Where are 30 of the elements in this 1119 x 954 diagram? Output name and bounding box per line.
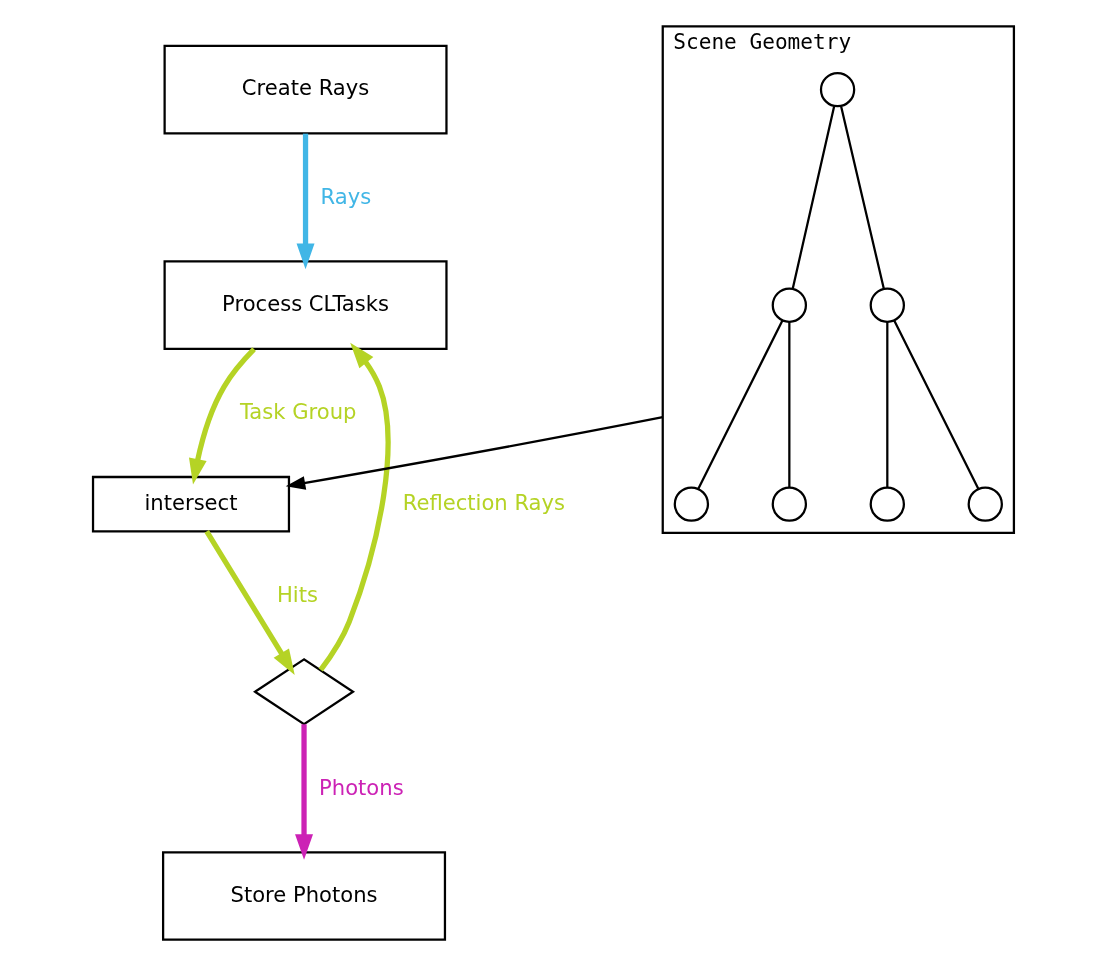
node-circle [869,287,905,323]
connector [886,322,889,488]
arrow [295,724,314,860]
connector [697,320,784,490]
node-box: Store Photons [162,851,447,941]
arrow [296,133,315,270]
node-box: Create Rays [163,44,448,135]
edge-label: Task Group [239,399,357,425]
edge-label: Reflection Rays [402,490,566,516]
edge-label: Photons [319,774,404,800]
arrow [285,416,663,490]
node-circle [771,287,808,323]
node-circle [673,486,710,522]
node-circle [869,486,905,522]
connector [840,106,885,289]
arrow [188,347,256,485]
arrow [318,342,391,672]
connector [788,322,791,488]
node-circle [967,486,1003,522]
node-box: intersect [91,475,291,533]
connector [791,106,836,289]
node-circle [771,486,808,522]
cluster: Scene Geometry [661,25,1016,534]
node-diamond [253,658,356,726]
arrow [204,529,295,676]
edge-label: Rays [320,183,372,209]
connector [893,320,980,490]
node-circle [819,71,856,108]
node-box: Process CLTasks [163,260,448,350]
edge-label: Hits [276,581,318,607]
